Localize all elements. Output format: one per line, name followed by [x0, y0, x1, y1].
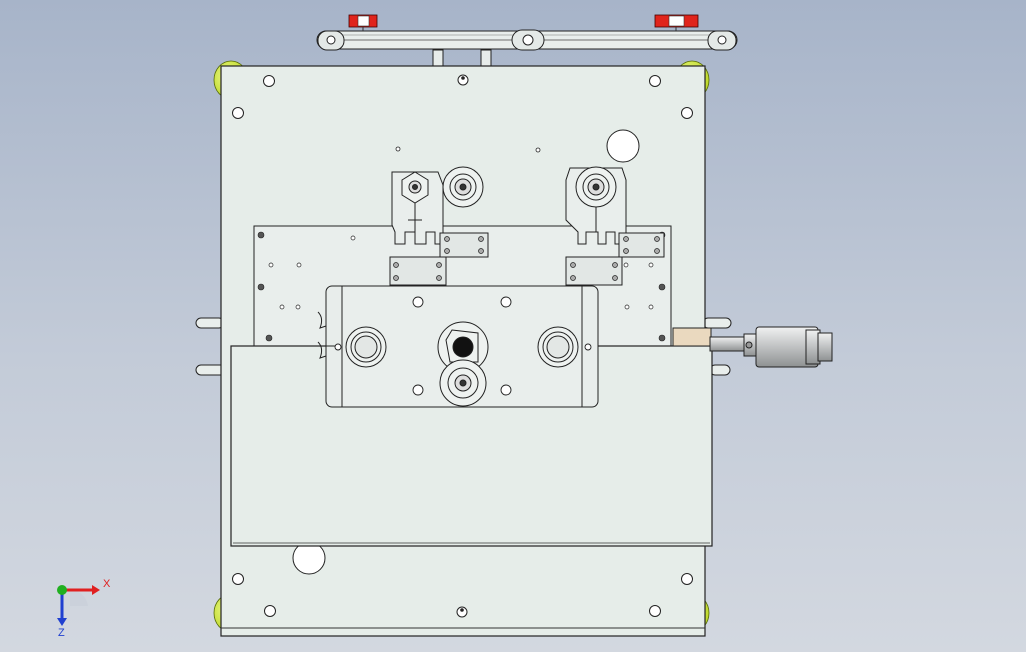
- rail-post-right: [480, 49, 492, 67]
- bolt-left: [345, 326, 387, 368]
- mounting-holes: [232, 74, 693, 618]
- large-hole-top: [606, 129, 640, 163]
- hex-nut-left: [401, 171, 429, 204]
- x-axis-label: X: [103, 578, 111, 590]
- roller-top-right: [575, 166, 617, 208]
- clamp-left-holes: [393, 236, 484, 281]
- air-cylinder: [672, 326, 833, 368]
- y-axis-dot: [57, 585, 67, 595]
- large-hole-bottom: [292, 541, 326, 575]
- roller-top-left: [442, 166, 484, 208]
- pin-right-lower: [709, 364, 731, 376]
- center-drive: [437, 321, 489, 373]
- clamp-right-holes: [570, 236, 660, 281]
- rail-post-left: [432, 49, 444, 67]
- pin-left-upper: [195, 317, 225, 329]
- roller-center-lower: [439, 359, 487, 407]
- top-rail: [316, 14, 738, 67]
- coordinate-triad: X Z: [57, 578, 111, 639]
- pin-right-upper: [702, 317, 732, 329]
- z-axis-label: Z: [58, 627, 65, 639]
- tan-spacer: [672, 327, 712, 347]
- bolt-right: [537, 326, 579, 368]
